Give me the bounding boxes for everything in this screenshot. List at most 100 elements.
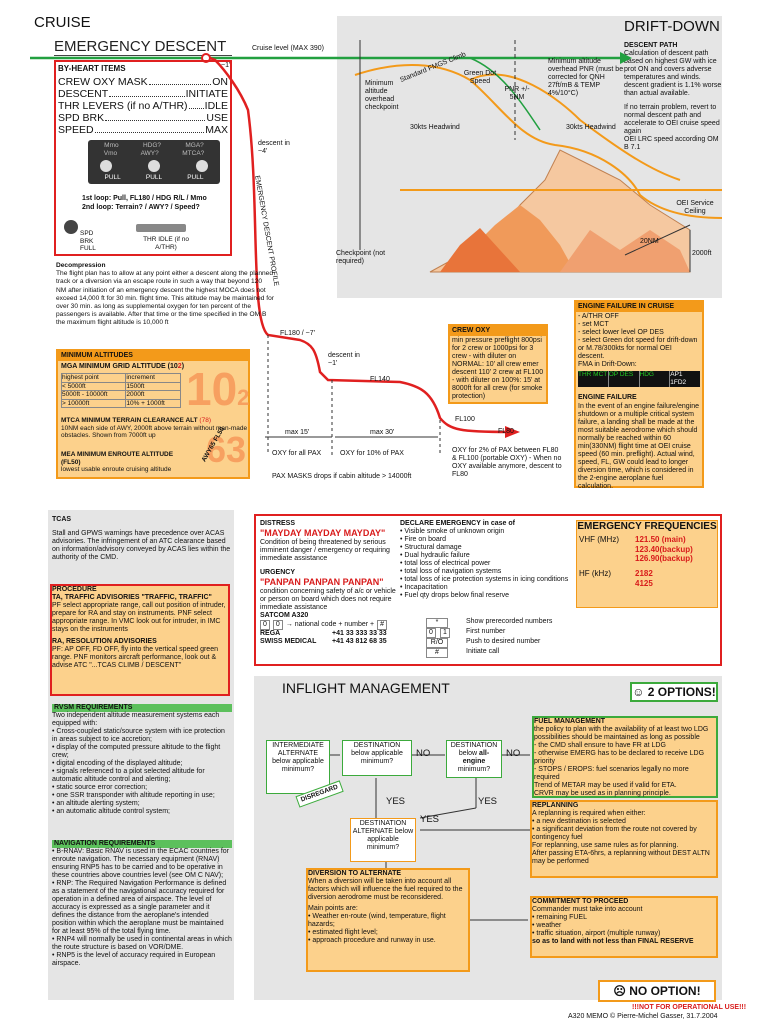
distress-title: DISTRESS bbox=[260, 520, 296, 527]
two-options-badge: ☺ 2 OPTIONS! bbox=[630, 682, 718, 702]
key-row: *Show prerecorded numbers bbox=[426, 618, 626, 628]
diversion-title: DIVERSION TO ALTERNATE bbox=[308, 870, 402, 877]
headwind-2: 30kts Headwind bbox=[566, 124, 616, 131]
fl140-label: FL140 bbox=[370, 376, 390, 383]
profile-graphics bbox=[30, 40, 723, 455]
descent4-label: descent in ~4' bbox=[258, 140, 290, 155]
ef-title: ENGINE FAILURE bbox=[578, 394, 637, 401]
crew-oxy-box: CREW OXY min pressure preflight 800psi f… bbox=[448, 324, 548, 404]
small-big-number: 63 bbox=[206, 429, 247, 470]
thr-idle-label: THR IDLE (if no A/THR) bbox=[143, 236, 189, 251]
hf-label: HF (kHz) bbox=[579, 569, 611, 578]
nav-block: NAVIGATION REQUIREMENTS • B-RNAV: Basic … bbox=[52, 840, 232, 967]
min-alt-check-label: Minimum altitude overhead checkpoint bbox=[365, 80, 399, 111]
ra-text: PF: AP OFF, FD OFF, fly into the vertica… bbox=[52, 646, 218, 669]
decompression-title: Decompression bbox=[56, 262, 106, 269]
approx1-label: ~1' bbox=[221, 62, 231, 69]
by-heart-item: THR LEVERS (if no A/THR)IDLE bbox=[58, 99, 228, 112]
ta-text: PF select appropriate range, call out po… bbox=[52, 602, 226, 633]
cruise-arrow-head bbox=[620, 52, 632, 64]
drift-down-title: DRIFT-DOWN bbox=[624, 18, 720, 35]
emergency-descent-profile-line bbox=[209, 56, 511, 434]
dest1-box: DESTINATION below applicable minimum? bbox=[342, 740, 412, 776]
replan-title: REPLANNING bbox=[532, 802, 579, 809]
headwind-1: 30kts Headwind bbox=[410, 124, 460, 131]
fuel-mgmt-box: FUEL MANAGEMENT the policy to plan with … bbox=[532, 716, 718, 798]
mga-title: MGA MINIMUM GRID ALTITUDE (102) bbox=[61, 363, 185, 370]
dest-alt-box: DESTINATION ALTERNATE below applicable m… bbox=[350, 818, 416, 862]
knob-1-icon bbox=[100, 160, 112, 172]
mtca-block: MTCA MINIMUM TERRAIN CLEARANCE ALT (78) … bbox=[61, 417, 248, 439]
commit-bold: so as to land with not less than FINAL R… bbox=[532, 938, 694, 945]
loop-1: 1st loop: Pull, FL180 / HDG R/L / Mmo bbox=[82, 195, 207, 202]
mea-block: MEA MINIMUM ENROUTE ALTITUDE (FL50)lowes… bbox=[61, 451, 174, 473]
fl100-label: FL100 bbox=[455, 416, 475, 423]
freq-box: EMERGENCY FREQUENCIES VHF (MHz) 121.50 (… bbox=[576, 520, 718, 608]
fl180-label: FL180 / ~7' bbox=[280, 330, 315, 337]
oxy-2-label: OXY for 2% of PAX between FL80 & FL100 (… bbox=[452, 447, 562, 478]
descent-path-text2: If no terrain problem, revert to normal … bbox=[624, 104, 720, 135]
fl80-label: FL80 bbox=[498, 428, 514, 435]
inflight-title: INFLIGHT MANAGEMENT bbox=[282, 680, 450, 696]
descent-path-text3: OEI LRC speed according OM B 7.1 bbox=[624, 136, 719, 151]
satcom-block: SATCOM A320 0 0 → national code + number… bbox=[260, 612, 560, 646]
diversion-text: When a diversion will be taken into acco… bbox=[308, 878, 463, 901]
satcom-title: SATCOM A320 bbox=[260, 612, 309, 619]
ra-title: RA, RESOLUTION ADVISORIES bbox=[52, 638, 157, 645]
cruise-level-label: Cruise level (MAX 390) bbox=[252, 45, 324, 52]
main-points: Main points are: bbox=[308, 905, 358, 912]
not-operational: !!!NOT FOR OPERATIONAL USE!!! bbox=[632, 1004, 747, 1011]
ef-items: - A/THR OFF- set MCT- select lower level… bbox=[576, 312, 702, 370]
pax-masks-label: PAX MASKS drops if cabin altitude > 1400… bbox=[272, 473, 412, 480]
fcu-mga: MGA? bbox=[185, 142, 204, 149]
replanning-box: REPLANNING A replanning is required when… bbox=[530, 800, 718, 878]
minimum-altitudes-box: MINIMUM ALTITUDES MGA MINIMUM GRID ALTIT… bbox=[56, 349, 250, 479]
knob-3-icon bbox=[196, 160, 208, 172]
diversion-box: DIVERSION TO ALTERNATE When a diversion … bbox=[306, 868, 470, 972]
fma-display: THR MCT OP DES HDG AP1 1FD2 bbox=[578, 371, 700, 387]
procedure-title: PROCEDURE bbox=[52, 586, 97, 593]
panpan-desc: condition concerning safety of a/c or ve… bbox=[260, 588, 396, 611]
swiss-row: SWISS MEDICAL+41 43 812 68 35 bbox=[260, 638, 387, 645]
commit-text: Commander must take into account bbox=[532, 906, 643, 913]
satcom-row: 0 0 → national code + number + # bbox=[260, 620, 560, 630]
fuel-title: FUEL MANAGEMENT bbox=[534, 718, 606, 725]
mga-big-number: 102 bbox=[186, 363, 250, 415]
no-label-2: NO bbox=[506, 748, 521, 759]
panpan-text: "PANPAN PANPAN PANPAN" bbox=[260, 577, 384, 587]
cruise-title: CRUISE bbox=[34, 14, 91, 31]
pull-2: PULL bbox=[145, 174, 163, 181]
tcas-title: TCAS bbox=[52, 516, 72, 523]
by-heart-title: BY-HEART ITEMS bbox=[58, 64, 126, 73]
max15-label: max 15' bbox=[285, 429, 310, 436]
oxy-10-label: OXY for 10% of PAX bbox=[340, 450, 404, 457]
rega-row: REGA+41 33 333 33 33 bbox=[260, 630, 387, 637]
yes-label-1: YES bbox=[386, 796, 406, 807]
declare-title: DECLARE EMERGENCY in case of bbox=[400, 520, 516, 527]
distress-col: DISTRESS "MAYDAY MAYDAY MAYDAY" Conditio… bbox=[260, 520, 396, 612]
descent-path-title: DESCENT PATH bbox=[624, 42, 678, 49]
ta-title: TA, TRAFFIC ADVISORIES "TRAFFIC, TRAFFIC… bbox=[52, 594, 212, 601]
crew-oxy-text: min pressure preflight 800psi for 2 crew… bbox=[452, 337, 544, 400]
loop-2: 2nd loop: Terrain? / AWY? / Speed? bbox=[82, 204, 200, 211]
mayday-text: "MAYDAY MAYDAY MAYDAY" bbox=[260, 528, 386, 538]
distress-box: DISTRESS "MAYDAY MAYDAY MAYDAY" Conditio… bbox=[254, 514, 722, 666]
min-alt-pnr-label: Minimum altitude overhead PNR (must be c… bbox=[548, 58, 624, 97]
fcu-hdg: HDG? bbox=[142, 142, 162, 149]
rvsm-block: RVSM REQUIREMENTS Two independent altitu… bbox=[52, 704, 232, 816]
engine-failure-title: ENGINE FAILURE IN CRUISE bbox=[576, 302, 702, 312]
